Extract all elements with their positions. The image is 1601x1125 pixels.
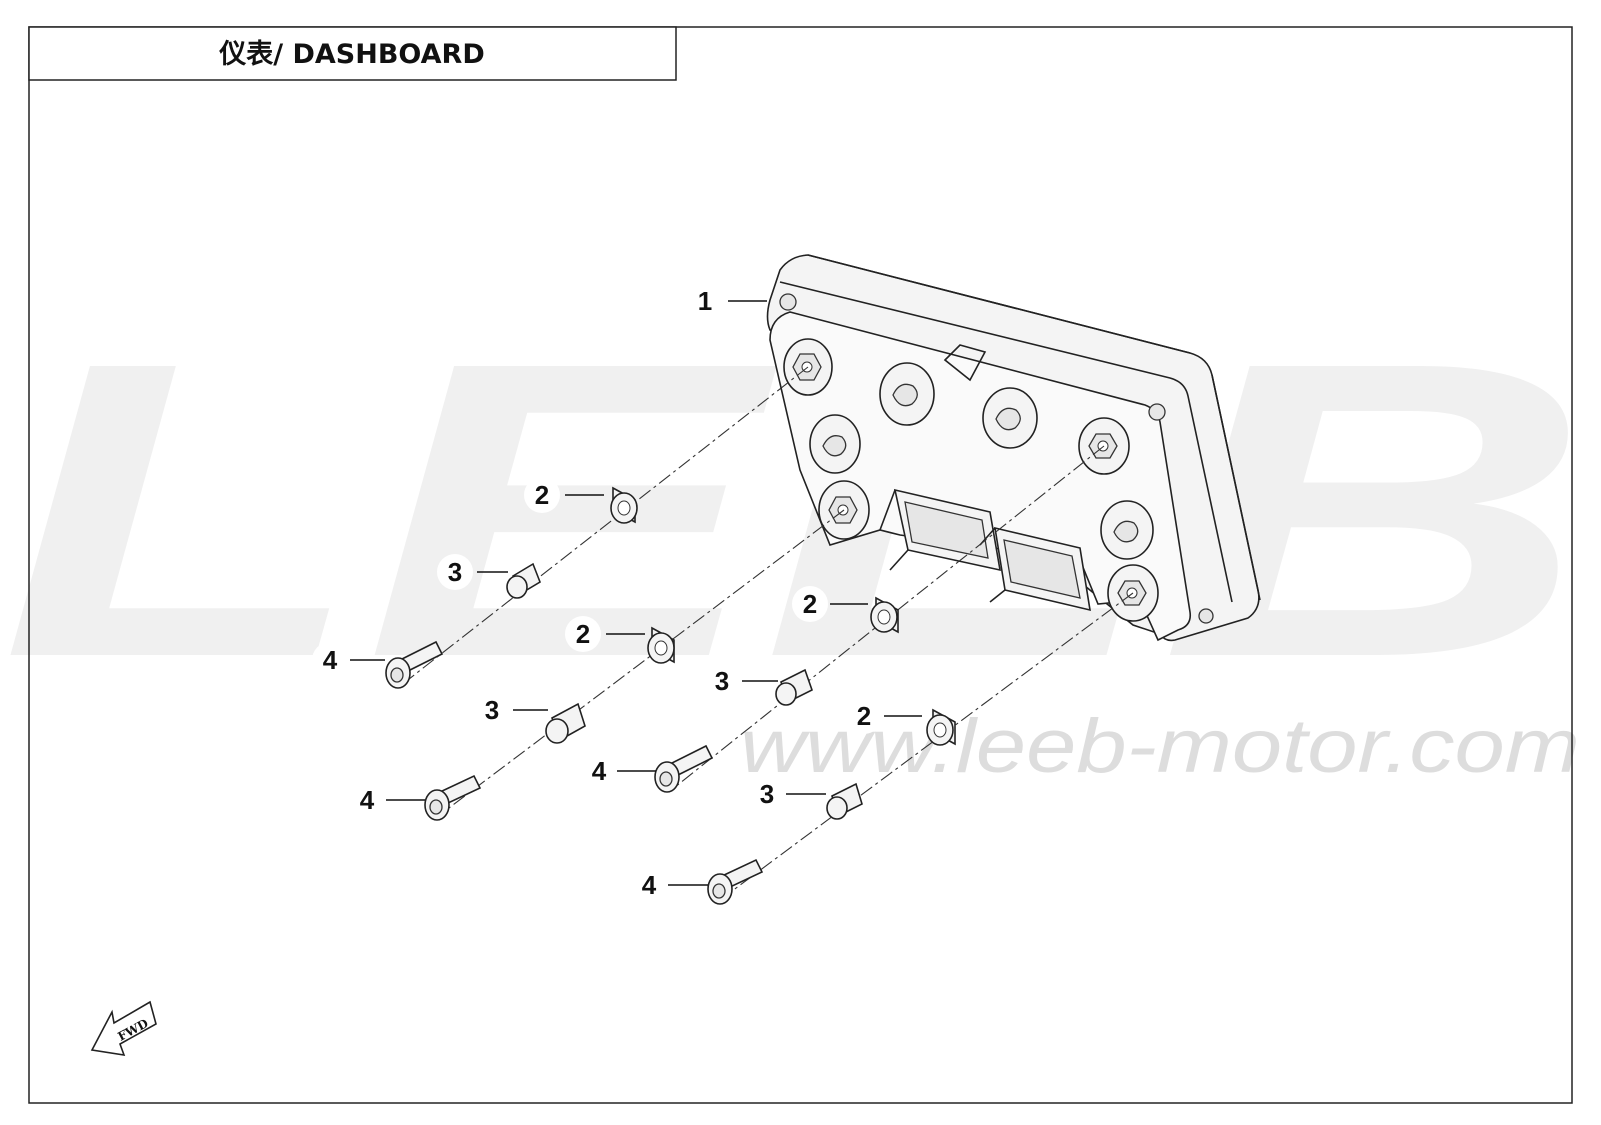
callout-1: 1	[698, 286, 712, 316]
spacer	[775, 668, 813, 706]
title-box	[28, 26, 677, 81]
axis-line	[719, 592, 1134, 901]
axis-line	[436, 509, 845, 818]
callout-3: 3	[715, 666, 729, 696]
callout-3: 3	[448, 557, 462, 587]
callout-4: 4	[592, 756, 607, 786]
grommet	[610, 486, 638, 524]
callout-4: 4	[360, 785, 375, 815]
grommet	[647, 626, 675, 664]
bolt	[385, 640, 444, 689]
bolt	[654, 744, 714, 793]
callout-2: 2	[857, 701, 871, 731]
callout-labels: 1 2 2 2 2 3 3 3 3 4 4 4 4	[312, 283, 882, 903]
leader-lines	[350, 300, 922, 886]
page-title: 仪表/ DASHBOARD	[218, 39, 485, 70]
bolt	[707, 858, 764, 905]
spacer	[506, 562, 541, 599]
callout-4: 4	[323, 645, 338, 675]
callout-2: 2	[576, 619, 590, 649]
callout-4: 4	[642, 870, 657, 900]
dashboard-housing	[766, 254, 1261, 642]
bolt	[424, 774, 482, 821]
grommet	[926, 708, 956, 746]
fwd-arrow-icon: FWD	[90, 1000, 157, 1056]
drawing-frame	[28, 26, 1573, 1104]
callout-2: 2	[535, 480, 549, 510]
spacer	[826, 782, 863, 820]
grommet	[870, 596, 899, 634]
callout-2: 2	[803, 589, 817, 619]
spacer	[545, 702, 586, 744]
callout-3: 3	[760, 779, 774, 809]
callout-3: 3	[485, 695, 499, 725]
axis-line	[394, 366, 809, 691]
